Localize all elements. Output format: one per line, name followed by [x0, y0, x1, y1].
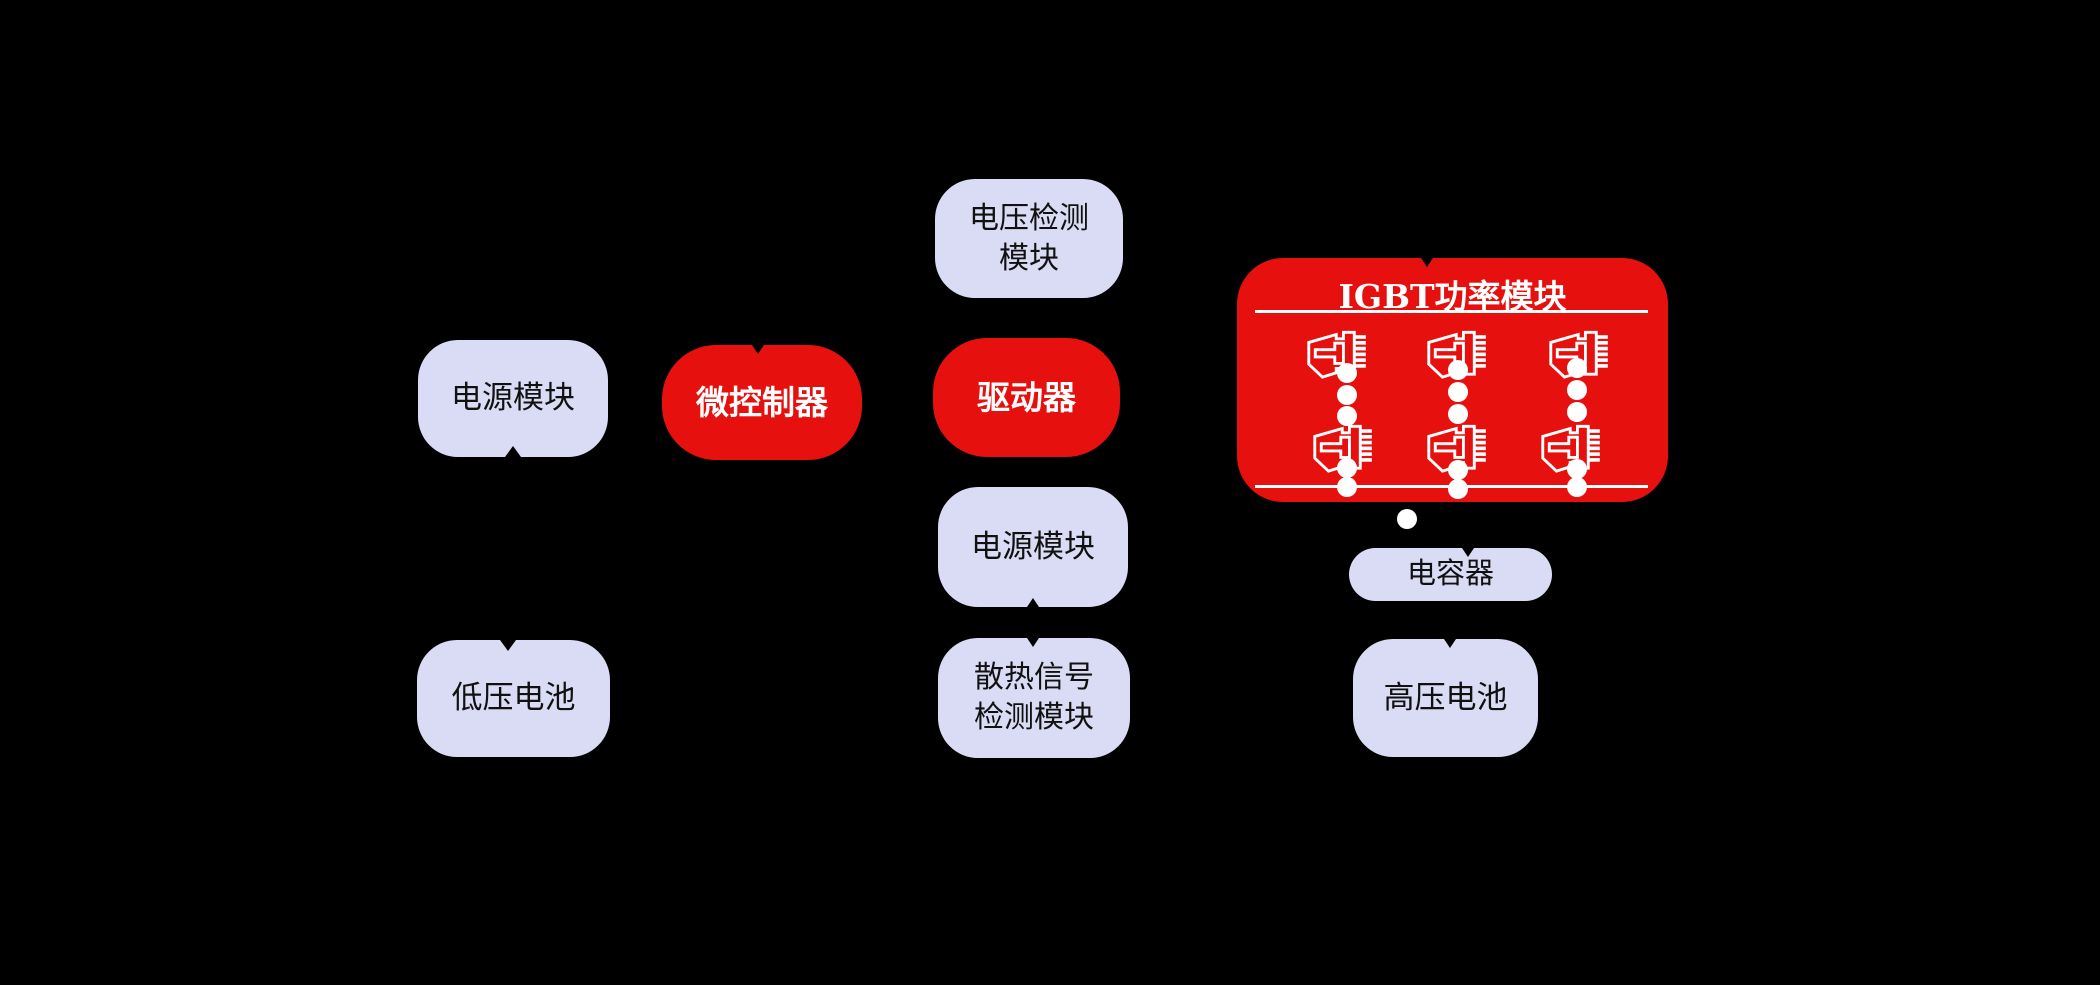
arrowhead-notch [1027, 638, 1039, 647]
node-driver: 驱动器 [933, 338, 1120, 457]
connection-dot [1448, 460, 1468, 480]
node-label: 高压电池 [1383, 679, 1508, 715]
node-label: 微控制器 [696, 383, 828, 421]
connection-dot [1448, 479, 1468, 499]
node-label: 电源模块 [971, 528, 1095, 564]
connection-dot [1567, 402, 1587, 422]
node-label-line2: 模块 [999, 241, 1059, 275]
connection-dot [1567, 358, 1587, 378]
node-microcontroller: 微控制器 [662, 345, 862, 460]
connection-dot [1448, 360, 1468, 380]
node-igbt-power-module: IGBT功率模块 [1237, 258, 1668, 502]
connection-dot [1337, 363, 1357, 383]
connection-dot [1448, 404, 1468, 424]
node-label: 驱动器 [977, 378, 1076, 416]
connection-dot [1567, 459, 1587, 479]
arrowhead-notch [752, 345, 764, 354]
node-thermal-signal-detection-module: 散热信号 检测模块 [938, 638, 1130, 758]
arrowhead-notch [1027, 598, 1039, 607]
arrowhead-notch [1462, 548, 1474, 557]
arrowhead-notch [500, 640, 516, 651]
arrowhead-notch [505, 446, 521, 457]
node-label-line1: 散热信号 [974, 661, 1094, 695]
node-label-line2: 检测模块 [974, 701, 1094, 734]
connection-dot [1448, 382, 1468, 402]
igbt-module-title: IGBT功率模块 [1338, 277, 1567, 316]
igbt-top-rail-line [1255, 310, 1648, 313]
node-label: 电源模块 [451, 380, 575, 416]
connection-dot [1337, 477, 1357, 497]
node-label-line1: 电压检测 [969, 201, 1089, 235]
connection-dot [1337, 458, 1357, 478]
node-voltage-detection-module: 电压检测 模块 [935, 179, 1123, 298]
connection-dot [1567, 477, 1587, 497]
node-high-voltage-battery: 高压电池 [1353, 639, 1538, 757]
arrowhead-notch [1444, 639, 1456, 648]
node-label: 低压电池 [451, 680, 576, 716]
node-capacitor: 电容器 [1349, 548, 1552, 601]
node-low-voltage-battery: 低压电池 [417, 640, 610, 757]
node-label: 电容器 [1406, 558, 1494, 591]
node-power-module-mid: 电源模块 [938, 487, 1128, 607]
connection-dot [1567, 380, 1587, 400]
connection-dot [1397, 509, 1417, 529]
node-power-module-left: 电源模块 [418, 340, 608, 457]
connection-dot [1337, 406, 1357, 426]
arrowhead-notch [1421, 258, 1433, 267]
connection-dot [1337, 385, 1357, 405]
igbt-transistor-icon [1307, 330, 1368, 379]
